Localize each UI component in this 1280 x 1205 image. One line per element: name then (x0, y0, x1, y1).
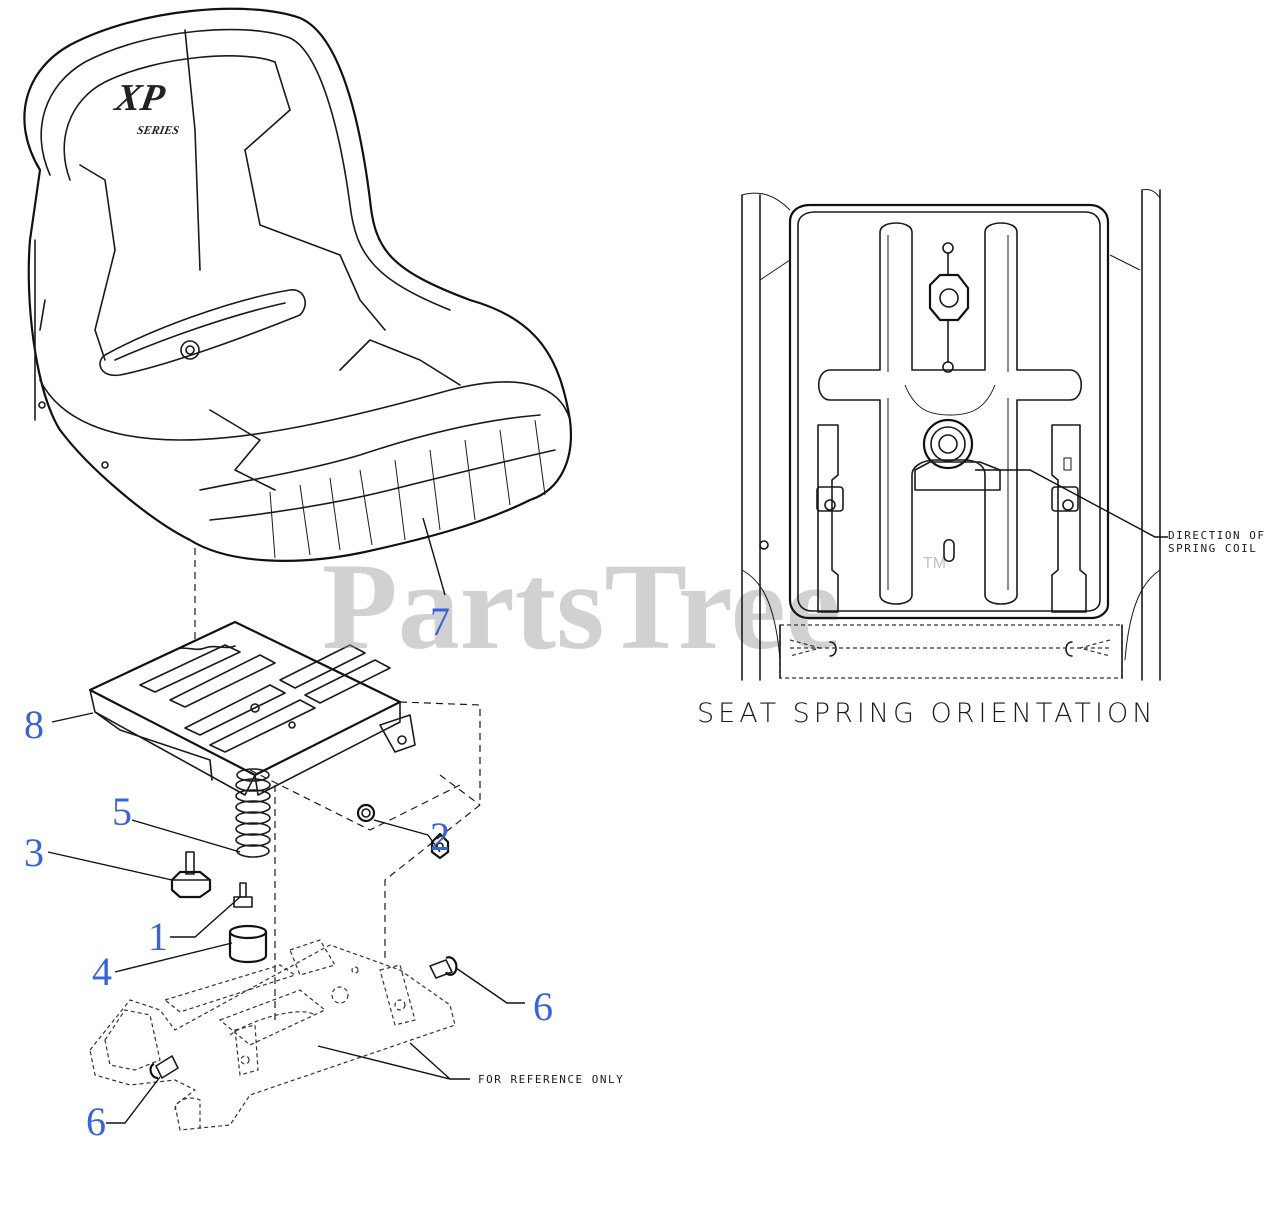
seat-illustration: XP SERIES (23, 7, 572, 562)
knob-illustration (170, 851, 212, 899)
bolt-illustration (233, 882, 253, 908)
callout-6a: 6 (533, 984, 553, 1029)
detail-view (741, 189, 1168, 681)
callout-6b: 6 (86, 1099, 106, 1144)
callout-4-leader (114, 942, 233, 973)
reference-note: FOR REFERENCE ONLY (478, 1073, 624, 1086)
callout-6b-leader (106, 1076, 161, 1124)
detail-caption: SEAT SPRING ORIENTATION (697, 698, 1156, 729)
callout-2-leader (373, 819, 441, 853)
spring-illustration (235, 768, 271, 858)
callout-6a-leader (455, 967, 525, 1004)
shoulder-bolt-illustration (149, 956, 458, 1080)
callout-1: 1 (148, 914, 168, 959)
callout-4: 4 (92, 949, 112, 994)
callout-7: 7 (430, 599, 450, 644)
svg-text:SERIES: SERIES (136, 123, 181, 137)
base-illustration (89, 939, 456, 1131)
callout-5: 5 (112, 789, 132, 834)
callout-2: 2 (430, 814, 450, 859)
svg-text:XP: XP (111, 77, 168, 119)
bushing-illustration (228, 924, 268, 964)
detail-note-line1: DIRECTION OF (1168, 529, 1265, 542)
callout-8: 8 (24, 702, 44, 747)
callout-3-leader (47, 851, 173, 881)
detail-note-line2: SPRING COIL (1168, 542, 1257, 555)
callout-3: 3 (24, 830, 44, 875)
watermark-trademark: TM (923, 555, 946, 572)
callout-5-leader (131, 819, 241, 853)
callout-1-leader (170, 896, 241, 938)
callout-8-leader (51, 712, 94, 723)
nut-illustration (356, 803, 450, 860)
callout-7-leader (422, 517, 446, 596)
reference-leader (317, 1042, 470, 1080)
watermark: PartsTree (322, 538, 841, 675)
